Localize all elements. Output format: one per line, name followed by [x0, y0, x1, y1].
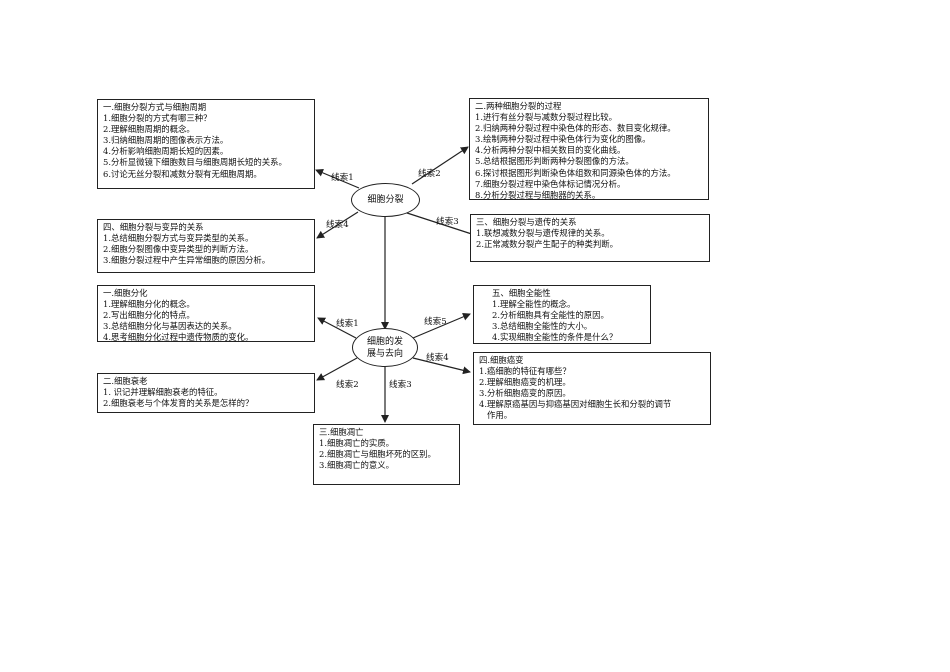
hub-cell-division: 细胞分裂	[351, 183, 420, 217]
arrow-clue2-a	[411, 146, 469, 185]
box-item: 2.细胞分裂图像中变异类型的判断方法。	[103, 244, 254, 255]
clue-label: 线索1	[336, 319, 359, 329]
box-item: 1.细胞凋亡的实质。	[319, 438, 394, 449]
box-division-heredity: 三、细胞分裂与遗传的关系 1.联想减数分裂与遗传规律的关系。 2.正常减数分裂产…	[470, 214, 710, 262]
box-item: 8.分析分裂过程与细胞器的关系。	[475, 189, 601, 200]
clue-label: 线索2	[336, 380, 359, 390]
box-item: 3.细胞分裂过程中产生异常细胞的原因分析。	[103, 255, 271, 266]
box-item: 1.总结细胞分裂方式与变异类型的关系。	[103, 233, 254, 244]
arrow-clue1-b	[317, 317, 357, 339]
box-item: 2.写出细胞分化的特点。	[103, 310, 195, 321]
box-item: 3.分析细胞癌变的原因。	[479, 388, 571, 399]
hub-cell-development-line2: 展与去向	[366, 348, 403, 359]
clue-label: 线索4	[326, 220, 349, 230]
box-totipotency: 五、细胞全能性 1.理解全能性的概念。 2.分析细胞具有全能性的原因。 3.总结…	[473, 285, 651, 344]
box-item: 3.总结细胞全能性的大小。	[492, 321, 593, 332]
box-item: 1.理解全能性的概念。	[492, 299, 576, 310]
box-item: 作用。	[479, 410, 513, 421]
box-item: 1.联想减数分裂与遗传规律的关系。	[476, 228, 610, 239]
box-item: 2.理解细胞周期的概念。	[103, 124, 195, 135]
box-aging: 二.细胞衰老 1. 识记并理解细胞衰老的特征。 2.细胞衰老与个体发育的关系是怎…	[97, 373, 315, 413]
box-item: 7.细胞分裂过程中染色体标记情况分析。	[475, 178, 626, 189]
box-item: 1. 识记并理解细胞衰老的特征。	[103, 387, 223, 398]
clue-label: 线索2	[418, 169, 441, 179]
box-division-variation: 四、细胞分裂与变异的关系 1.总结细胞分裂方式与变异类型的关系。 2.细胞分裂图…	[97, 219, 315, 273]
box-item: 1.理解细胞分化的概念。	[103, 299, 195, 310]
box-differentiation: 一.细胞分化 1.理解细胞分化的概念。 2.写出细胞分化的特点。 3.总结细胞分…	[97, 285, 315, 342]
box-item: 2.正常减数分裂产生配子的种类判断。	[476, 239, 618, 250]
box-item: 2.理解细胞癌变的机理。	[479, 377, 571, 388]
box-item: 2.细胞衰老与个体发育的关系是怎样的？	[103, 398, 254, 409]
box-item: 3.细胞凋亡的意义。	[319, 460, 394, 471]
box-title: 三、细胞分裂与遗传的关系	[476, 217, 577, 227]
box-item: 2.细胞凋亡与细胞坏死的区别。	[319, 449, 436, 460]
box-item: 4.分析两种分裂中相关数目的变化曲线。	[475, 145, 626, 156]
box-item: 1.进行有丝分裂与减数分裂过程比较。	[475, 112, 617, 123]
box-item: 4.理解原癌基因与抑癌基因对细胞生长和分裂的调节	[479, 399, 672, 410]
box-title: 二.两种细胞分裂的过程	[475, 101, 562, 111]
arrow-clue2-b	[316, 357, 358, 381]
hub-cell-development-label: 细胞的发 展与去向	[367, 336, 403, 360]
arrow-clue4-b	[412, 357, 471, 375]
clue-label: 线索3	[436, 217, 459, 227]
box-title: 四.细胞癌变	[479, 355, 524, 365]
box-canceration: 四.细胞癌变 1.癌细胞的特征有哪些？ 2.理解细胞癌变的机理。 3.分析细胞癌…	[473, 352, 711, 425]
box-title: 一.细胞分裂方式与细胞周期	[103, 102, 207, 112]
box-item: 3.总结细胞分化与基因表达的关系。	[103, 321, 237, 332]
box-item: 2.分析细胞具有全能性的原因。	[492, 310, 609, 321]
box-title: 一.细胞分化	[103, 288, 148, 298]
box-item: 5.分析显微镜下细胞数目与细胞周期长短的关系。	[103, 157, 287, 168]
box-item: 2.归纳两种分裂过程中染色体的形态、数目变化规律。	[475, 123, 676, 134]
box-item: 3.绘制两种分裂过程中染色体行为变化的图像。	[475, 134, 651, 145]
box-division-process: 二.两种细胞分裂的过程 1.进行有丝分裂与减数分裂过程比较。 2.归纳两种分裂过…	[469, 98, 709, 200]
box-title: 五、细胞全能性	[492, 288, 551, 298]
box-item: 3.归纳细胞周期的图像表示方法。	[103, 135, 229, 146]
box-title: 四、细胞分裂与变异的关系	[103, 222, 204, 232]
arrow-clue1-a	[315, 169, 360, 189]
arrow-clue5-b	[412, 313, 471, 339]
hub-cell-development: 细胞的发 展与去向	[352, 328, 418, 367]
box-item: 6.探讨根据图形判断染色体组数和同源染色体的方法。	[475, 167, 676, 178]
box-title: 三.细胞凋亡	[319, 427, 364, 437]
hub-cell-development-line1: 细胞的发	[366, 336, 403, 347]
box-item: 5.总结根据图形判断两种分裂图像的方法。	[475, 156, 634, 167]
clue-label: 线索3	[389, 380, 412, 390]
clue-label: 线索1	[331, 173, 354, 183]
box-item: 1.细胞分裂的方式有哪三种？	[103, 113, 212, 124]
clue-label: 线索5	[424, 317, 447, 327]
arrow-clue4-a	[316, 211, 359, 239]
box-division-cycle: 一.细胞分裂方式与细胞周期 1.细胞分裂的方式有哪三种？ 2.理解细胞周期的概念…	[97, 99, 315, 189]
box-item: 1.癌细胞的特征有哪些？	[479, 366, 571, 377]
box-item: 6.讨论无丝分裂和减数分裂有无细胞周期。	[103, 168, 262, 179]
box-item: 4.实现细胞全能性的条件是什么？	[492, 332, 618, 343]
clue-label: 线索4	[426, 353, 449, 363]
box-title: 二.细胞衰老	[103, 376, 148, 386]
box-item: 4.思考细胞分化过程中遗传物质的变化。	[103, 332, 254, 342]
box-item: 4.分析影响细胞周期长短的因素。	[103, 146, 229, 157]
box-apoptosis: 三.细胞凋亡 1.细胞凋亡的实质。 2.细胞凋亡与细胞坏死的区别。 3.细胞凋亡…	[313, 424, 460, 485]
hub-cell-division-label: 细胞分裂	[367, 195, 404, 205]
